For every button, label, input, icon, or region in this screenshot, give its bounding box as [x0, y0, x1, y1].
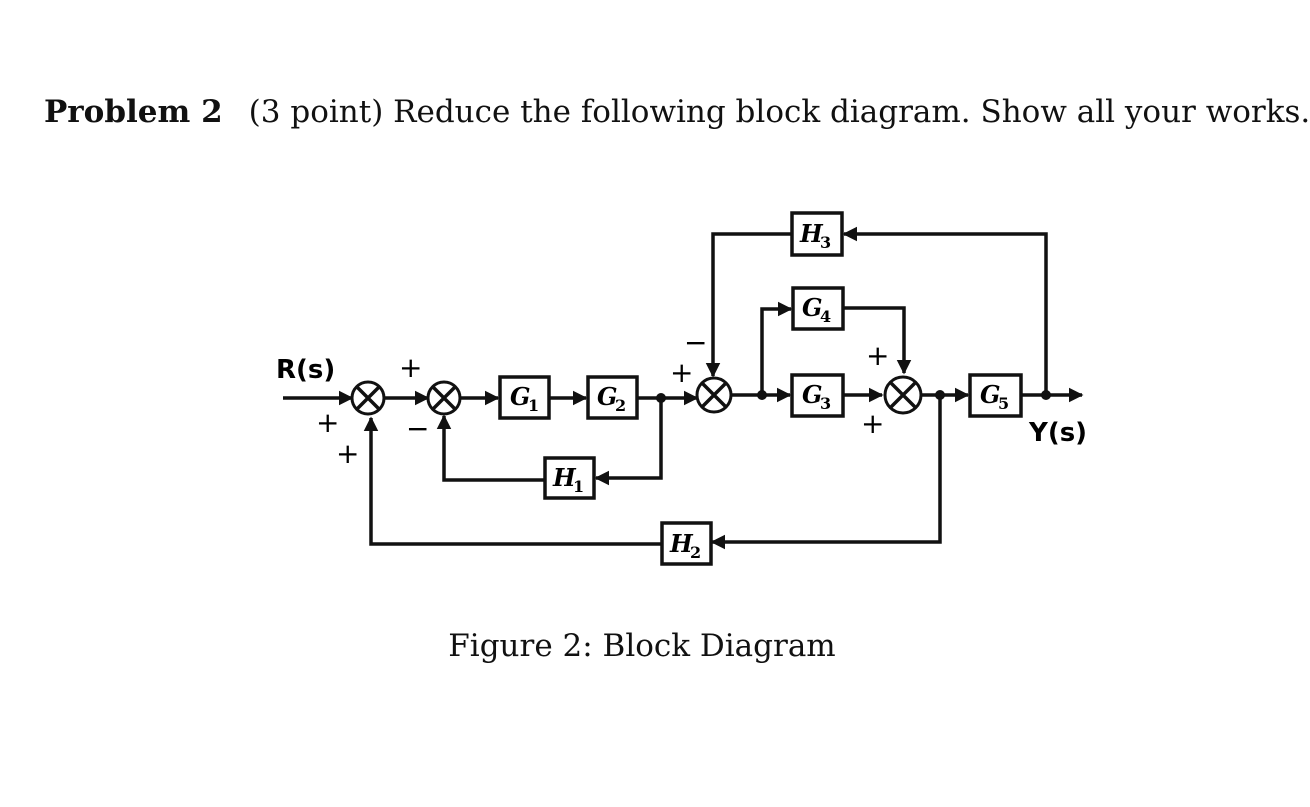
- sign-s4-top: +: [866, 339, 889, 372]
- block-h3-sub: 3: [820, 233, 831, 252]
- pickoff-g2-output: [656, 393, 666, 403]
- wire-h1-in: [594, 398, 663, 486]
- block-h2-sub: 2: [690, 543, 701, 562]
- summing-junction-1: [350, 380, 386, 416]
- block-g3-sub: 3: [820, 394, 831, 413]
- summing-junction-2: [426, 380, 462, 416]
- wire-h3-in: [842, 226, 1048, 395]
- sign-s2-feedback: −: [406, 412, 429, 445]
- sign-s1-feedback: +: [336, 437, 359, 470]
- pickoff-output: [1041, 390, 1051, 400]
- sign-s4-input: +: [861, 407, 884, 440]
- block-h3: H 3: [790, 211, 844, 257]
- pickoff-s3-output: [757, 390, 767, 400]
- wire-h3-out: [705, 232, 792, 378]
- input-label: R(s): [276, 355, 335, 385]
- wire-h1-out: [436, 414, 545, 482]
- block-h1: H 1: [543, 456, 596, 500]
- sign-s3-input: +: [670, 356, 693, 389]
- problem-statement: Problem 2 (3 point) Reduce the following …: [44, 94, 1310, 130]
- block-g5: G 5: [968, 373, 1023, 418]
- block-g5-letter: G: [980, 380, 1001, 409]
- block-h2-letter: H: [669, 529, 694, 558]
- summing-junction-4: [883, 375, 923, 415]
- block-h1-sub: 1: [573, 477, 584, 496]
- block-g1-letter: G: [510, 382, 531, 411]
- wire-h2-in: [710, 395, 942, 550]
- block-g1-sub: 1: [528, 396, 539, 415]
- sign-s1-input: +: [316, 406, 339, 439]
- problem-label: Problem 2: [44, 94, 223, 130]
- sign-s2-input: +: [399, 351, 422, 384]
- block-g1: G 1: [498, 375, 551, 420]
- block-h1-letter: H: [552, 463, 577, 492]
- output-label: Y(s): [1028, 418, 1087, 448]
- problem-text: (3 point) Reduce the following block dia…: [248, 94, 1310, 130]
- block-g5-sub: 5: [998, 394, 1009, 413]
- block-g3: G 3: [790, 373, 845, 418]
- wire-g4-s4: [843, 306, 912, 375]
- block-g4: G 4: [791, 286, 845, 331]
- wire-to-g4: [760, 301, 793, 395]
- pickoff-s4-output: [935, 390, 945, 400]
- wire-h2-out: [363, 416, 662, 546]
- sign-s3-feedback: −: [684, 326, 707, 359]
- figure-caption: Figure 2: Block Diagram: [448, 628, 836, 664]
- block-h3-letter: H: [799, 219, 824, 248]
- block-h2: H 2: [660, 521, 713, 566]
- block-g2: G 2: [586, 375, 639, 420]
- block-g4-letter: G: [802, 293, 823, 322]
- block-g3-letter: G: [802, 380, 823, 409]
- summing-junction-3: [695, 376, 733, 414]
- block-g2-letter: G: [597, 382, 618, 411]
- block-g2-sub: 2: [615, 396, 626, 415]
- block-g4-sub: 4: [820, 307, 831, 326]
